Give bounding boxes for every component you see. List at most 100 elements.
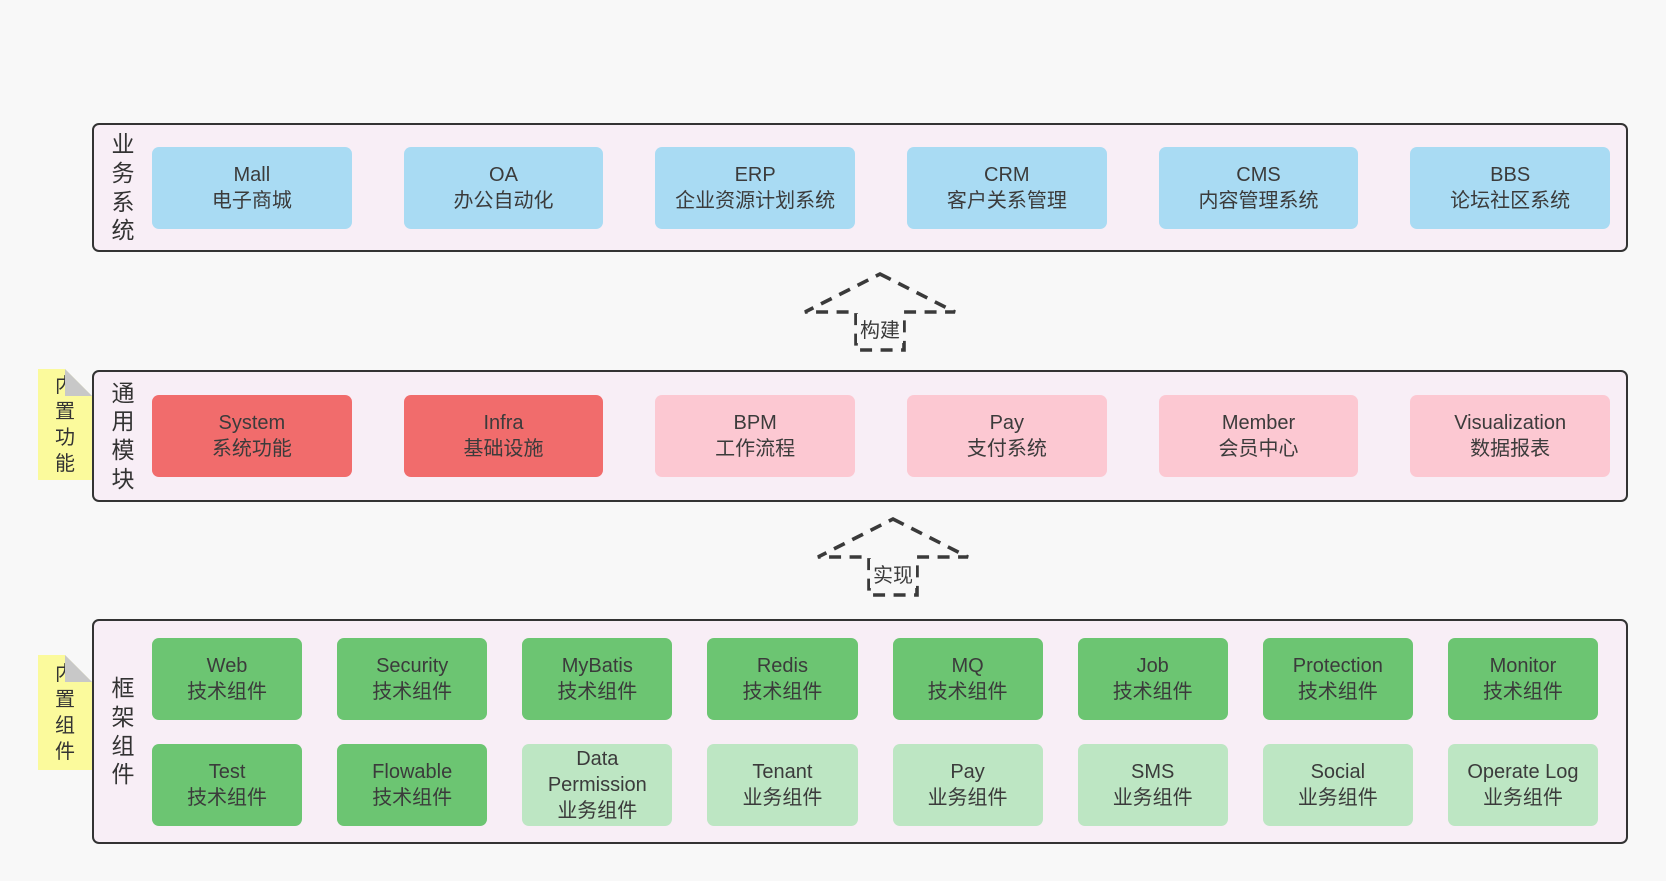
module-name-zh: 论坛社区系统 [1450,189,1571,212]
module-name-en: ERP [734,163,776,186]
module-name-en: OA [489,163,518,186]
dashed-up-arrow-icon [804,271,956,352]
build-arrow-label: 构建 [857,313,903,343]
module-name-zh: 技术组件 [1112,680,1193,703]
module-name-en: Test [208,760,246,783]
implement-arrow: 实现 [815,516,971,598]
dashed-up-arrow-icon [817,516,969,597]
module-name-en: Monitor [1489,654,1557,677]
module-box-security: Security 技术组件 [337,637,488,720]
module-box-bpm: BPM 工作流程 [655,395,855,477]
module-name-en: BBS [1490,163,1531,186]
module-name-zh: 基础设施 [463,438,544,460]
module-box-protection: Protection 技术组件 [1262,637,1413,720]
module-name-en: Data Permission [547,747,647,796]
module-box-redis: Redis 技术组件 [707,637,858,720]
module-name-en: Member [1221,412,1296,434]
section-label-common-modules: 通用模块 [111,379,135,492]
module-name-zh: 电子商城 [211,189,292,212]
module-name-en: Visualization [1454,412,1567,434]
module-name-zh: 办公自动化 [453,189,554,212]
module-name-zh: 业务组件 [927,786,1008,809]
module-name-en: CRM [984,163,1030,186]
module-name-zh: 内容管理系统 [1198,189,1319,212]
module-name-zh: 客户关系管理 [946,189,1067,212]
module-name-zh: 业务组件 [742,786,823,809]
module-box-flowable: Flowable 技术组件 [337,743,488,826]
module-name-en: Pay [989,412,1025,434]
sticky-note-builtin-features: 内置功能 [38,369,92,480]
module-box-cms: CMS 内容管理系统 [1158,146,1359,229]
module-name-zh: 技术组件 [187,786,268,809]
sticky-note-label: 内置功能 [55,374,75,475]
section-label-business-systems: 业务系统 [111,131,135,244]
module-name-en: Job [1136,654,1169,677]
module-name-zh: 数据报表 [1470,438,1551,460]
module-box-crm: CRM 客户关系管理 [907,146,1107,229]
module-name-zh: 技术组件 [372,680,453,703]
module-box-operate-log: Operate Log 业务组件 [1447,743,1598,826]
module-name-en: MyBatis [561,654,633,677]
module-name-zh: 技术组件 [372,786,453,809]
sticky-note-label: 内置组件 [55,662,75,763]
module-box-pay: Pay 业务组件 [892,743,1043,826]
module-name-zh: 技术组件 [927,680,1008,703]
module-box-test: Test 技术组件 [152,743,303,826]
module-name-en: Web [206,654,248,677]
module-box-erp: ERP 企业资源计划系统 [655,146,855,229]
module-name-en: Security [376,654,449,677]
box-grid: Mall 电子商城 OA 办公自动化 ERP 企业资源计划系统 CRM 客户关系管理 CMS 内容… [152,125,1626,250]
module-name-en: System [218,412,286,434]
module-name-zh: 业务组件 [557,799,638,822]
module-box-system: System 系统功能 [152,395,352,477]
module-name-zh: 技术组件 [187,680,268,703]
module-name-en: Infra [483,412,524,434]
module-box-social: Social 业务组件 [1262,743,1413,826]
module-name-en: Social [1310,760,1366,783]
module-box-sms: SMS 业务组件 [1077,743,1228,826]
module-box-bbs: BBS 论坛社区系统 [1410,146,1610,229]
module-name-en: Redis [756,654,808,677]
module-name-en: Protection [1292,654,1383,677]
module-name-zh: 工作流程 [715,438,796,460]
module-box-mall: Mall 电子商城 [152,146,352,229]
module-name-en: MQ [951,654,984,677]
module-box-mq: MQ 技术组件 [892,637,1043,720]
module-name-zh: 业务组件 [1112,786,1193,809]
module-name-en: SMS [1131,760,1175,783]
module-name-en: Pay [950,760,985,783]
module-name-zh: 业务组件 [1482,786,1563,809]
module-name-en: Flowable [372,760,453,783]
module-box-data-permission: Data Permission 业务组件 [522,743,673,826]
panel-business-systems: 业务系统 Mall 电子商城 OA 办公自动化 ERP 企业资源计划系统 CRM 客户关系管理… [92,123,1628,252]
module-box-mybatis: MyBatis 技术组件 [522,637,673,720]
module-name-zh: 业务组件 [1297,786,1378,809]
module-name-en: CMS [1236,163,1281,186]
module-box-tenant: Tenant 业务组件 [707,743,858,826]
module-name-zh: 会员中心 [1218,438,1299,460]
module-name-zh: 系统功能 [211,438,292,460]
module-name-zh: 技术组件 [1297,680,1378,703]
module-name-en: Mall [233,163,271,186]
sticky-note-builtin-components: 内置组件 [38,655,92,770]
module-name-zh: 技术组件 [742,680,823,703]
module-name-en: BPM [733,412,777,434]
module-name-en: Tenant [752,760,813,783]
section-label-framework-components: 框架组件 [111,675,135,788]
module-box-infra: Infra 基础设施 [403,395,604,477]
module-box-visualization: Visualization 数据报表 [1410,395,1610,477]
module-box-job: Job 技术组件 [1077,637,1228,720]
module-name-zh: 技术组件 [557,680,638,703]
build-arrow: 构建 [802,271,958,353]
module-name-zh: 企业资源计划系统 [675,189,836,212]
module-box-web: Web 技术组件 [152,637,303,720]
module-box-member: Member 会员中心 [1158,395,1359,477]
module-name-en: Operate Log [1467,760,1579,783]
implement-arrow-label: 实现 [870,558,916,588]
